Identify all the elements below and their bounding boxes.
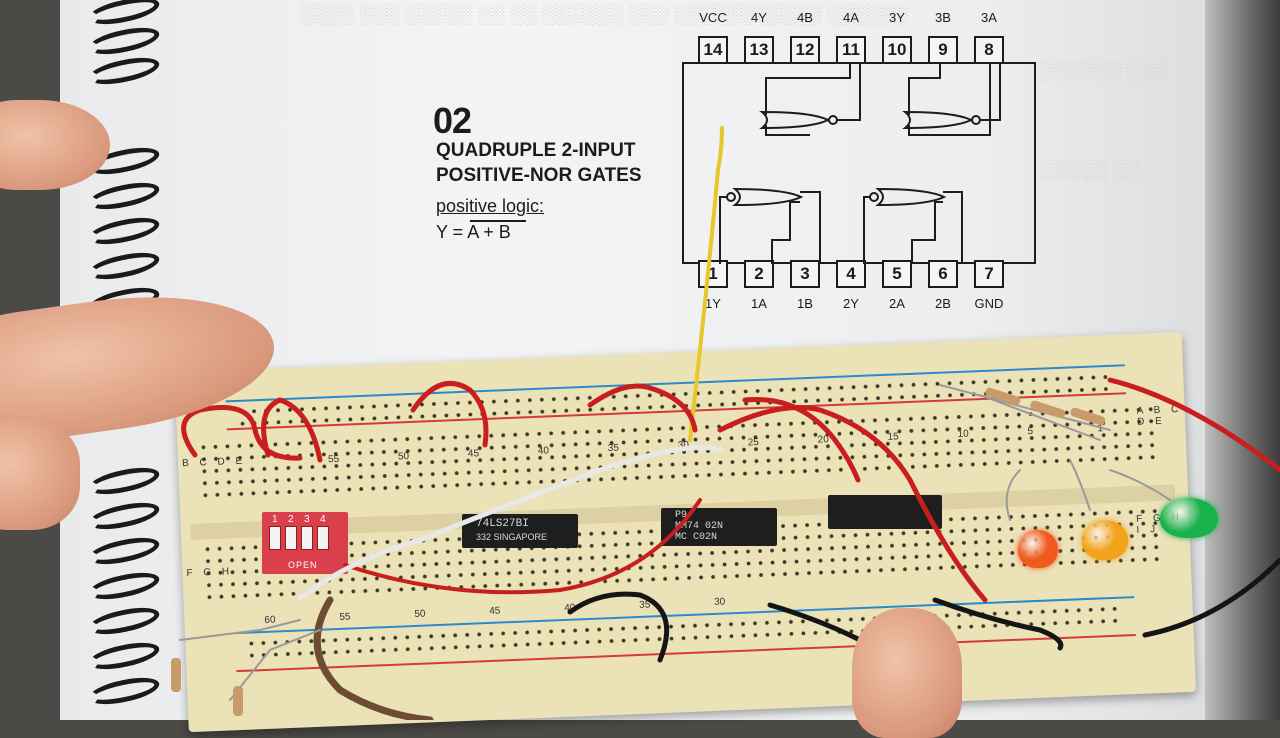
chip-sub-label: 332 SINGAPORE — [476, 532, 548, 542]
bleed-through-text: ░░░░░ ░░ — [1040, 160, 1140, 181]
pin-label: 1B — [797, 296, 813, 311]
nor-gate-icon — [759, 110, 831, 130]
pin-label: 4Y — [751, 10, 767, 25]
part-number: 02 — [433, 100, 472, 141]
ic-74ls27: 74LS27BI 332 SINGAPORE — [462, 514, 578, 548]
chip-label: MC C02N — [675, 532, 718, 543]
pin-label: 4B — [797, 10, 813, 25]
logic-equation: Y = A + B — [436, 222, 511, 242]
chip-label: 74LS27BI — [476, 518, 529, 530]
title-line-1: QUADRUPLE 2-INPUT — [436, 140, 636, 161]
dip-switch[interactable]: 1 2 3 4 OPEN — [262, 512, 348, 574]
switch-open-label: OPEN — [288, 560, 318, 570]
pin-label: GND — [974, 296, 1004, 311]
pin-label: 2A — [889, 296, 905, 311]
pin-number-box: 2 — [744, 260, 774, 288]
pin-label: 3Y — [889, 10, 905, 25]
equation-overbar — [470, 220, 526, 222]
pin-label: 2Y — [843, 296, 859, 311]
wiring — [171, 126, 1280, 720]
pin-label: 3A — [981, 10, 997, 25]
gate-diagram — [719, 62, 1001, 264]
pin-label: 3B — [935, 10, 951, 25]
pin-label: VCC — [699, 10, 727, 25]
pin-number-box: 5 — [882, 260, 912, 288]
orange-led — [1018, 530, 1058, 568]
white-wire — [297, 445, 723, 601]
pin-number-box: 4 — [836, 260, 866, 288]
switch-number: 1 — [272, 514, 278, 525]
yellow-wire — [688, 126, 724, 442]
switch-number: 2 — [288, 514, 294, 525]
pin-number-box: 10 — [882, 36, 912, 64]
pin-number-box: 11 — [836, 36, 866, 64]
pin-number-box: 12 — [790, 36, 820, 64]
black-wire — [567, 591, 670, 663]
nor-gate-icon — [875, 187, 947, 207]
pin-label: 2B — [935, 296, 951, 311]
left-palm — [0, 420, 80, 530]
switch-toggle[interactable] — [301, 526, 313, 550]
switch-number: 4 — [320, 514, 326, 525]
red-wire — [181, 405, 303, 461]
nor-gate-icon — [732, 187, 804, 207]
switch-toggle[interactable] — [317, 526, 329, 550]
pin-label: 1A — [751, 296, 767, 311]
pin-label: 4A — [843, 10, 859, 25]
pin-number-box: 13 — [744, 36, 774, 64]
bleed-through-text: ░░░░ ░░░ ░░░░░ ░░ ░░ ░░░░░░ ░░░ ░░░░░░░░… — [300, 4, 908, 25]
switch-toggle[interactable] — [269, 526, 281, 550]
left-finger — [0, 100, 110, 190]
resistors — [171, 387, 1106, 716]
pin-number-box: 6 — [928, 260, 958, 288]
chip-label: P9 — [675, 510, 688, 521]
switch-toggle[interactable] — [285, 526, 297, 550]
nor-gate-icon — [902, 110, 974, 130]
yellow-led — [1082, 520, 1128, 560]
brown-wire — [313, 596, 434, 720]
green-led — [1160, 498, 1218, 538]
chip-label: MM74 02N — [675, 521, 724, 532]
right-fingertip — [852, 608, 962, 738]
pin-label: 1Y — [705, 296, 721, 311]
bleed-through-text: ░░░░░░ ░░░ — [1040, 60, 1167, 81]
desk-edge — [1205, 0, 1280, 720]
pin-number-box: 7 — [974, 260, 1004, 288]
pin-number-box: 9 — [928, 36, 958, 64]
pin-number-box: 3 — [790, 260, 820, 288]
switch-number: 3 — [304, 514, 310, 525]
logic-label: positive logic: — [436, 196, 545, 216]
pin-number-box: 14 — [698, 36, 728, 64]
title-line-2: POSITIVE-NOR GATES — [436, 165, 642, 186]
pin-number-box: 1 — [698, 260, 728, 288]
